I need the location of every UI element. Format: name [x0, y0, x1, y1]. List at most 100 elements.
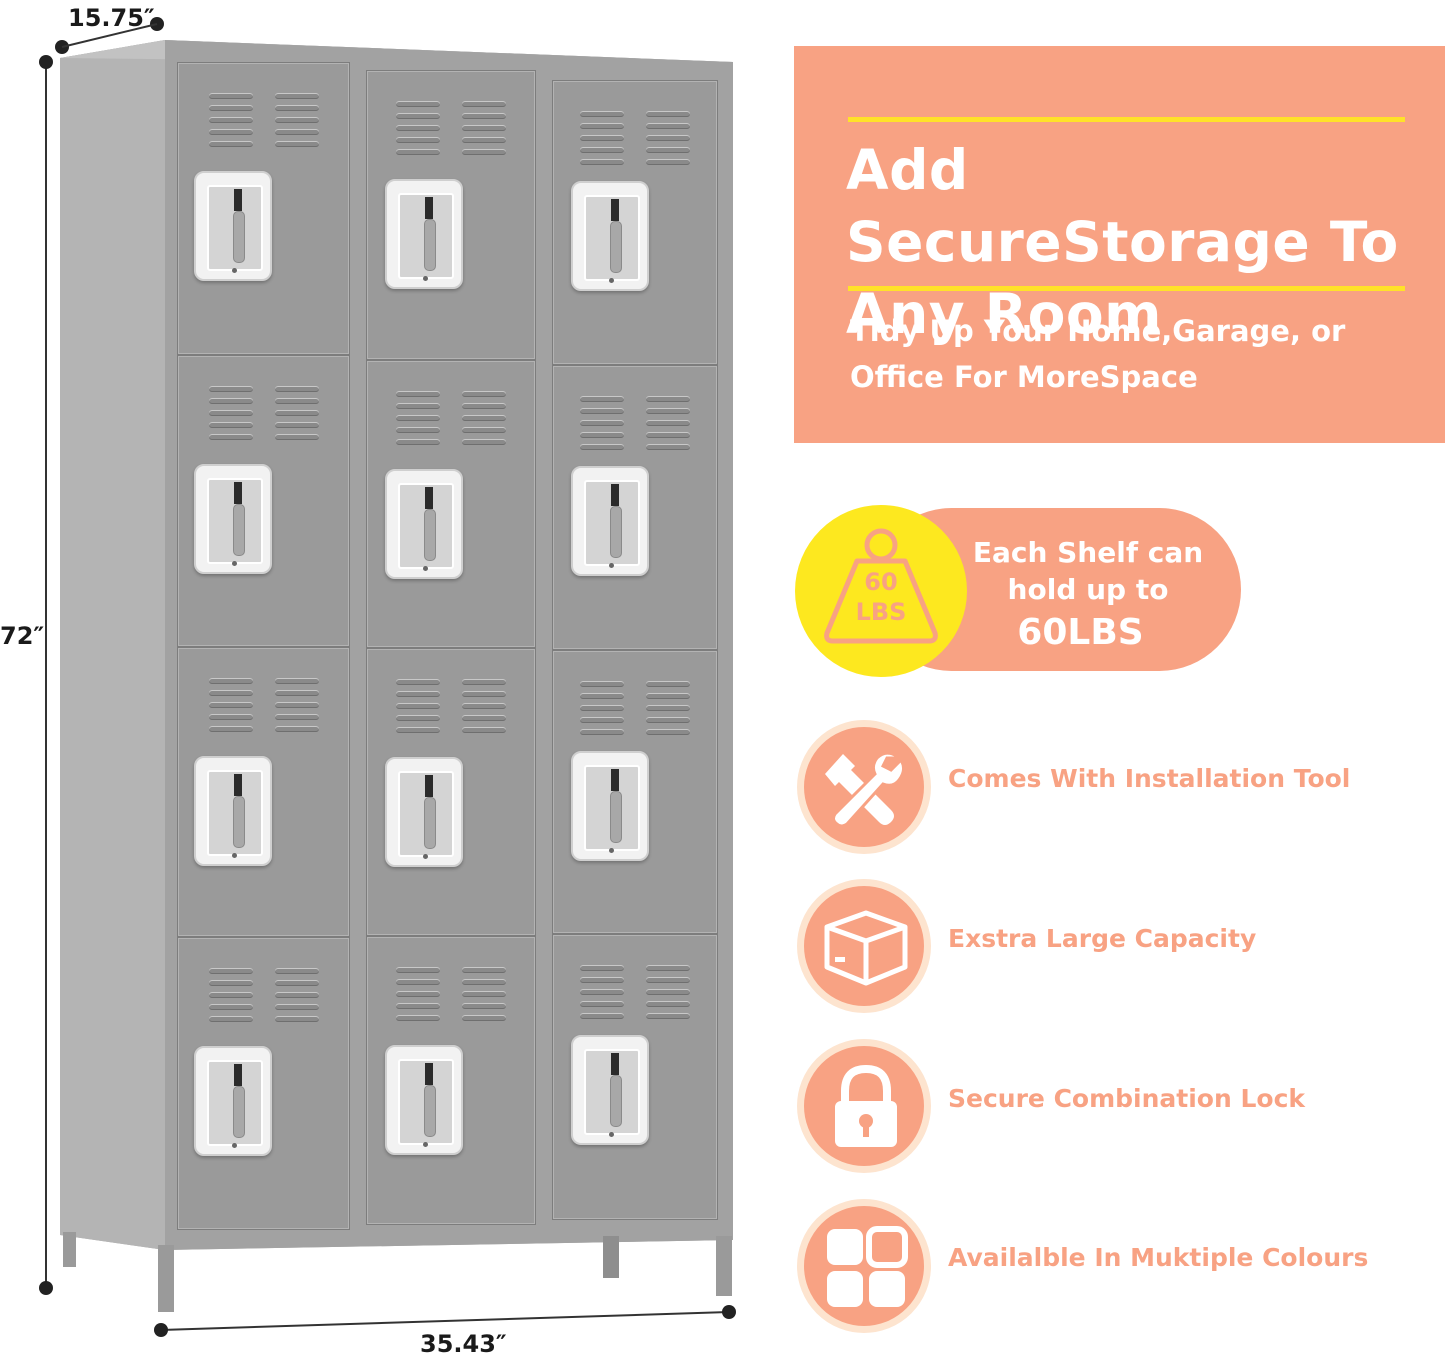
vent-slot [396, 979, 440, 985]
vent-slot [396, 439, 440, 445]
handle-lever [610, 221, 622, 273]
vent-slot [646, 159, 690, 165]
handle-bar [425, 775, 433, 797]
locker-door [177, 62, 350, 355]
handle-bar [611, 1053, 619, 1075]
vent-slot [462, 403, 506, 409]
handle-bar [611, 484, 619, 506]
handle-in [207, 1060, 263, 1146]
handle-keyhole [609, 563, 614, 568]
vent-slot [274, 398, 319, 404]
vent-slot [462, 979, 506, 985]
vent-slot [396, 391, 440, 397]
vent-slot [274, 141, 319, 147]
vent-slot [208, 434, 253, 440]
locker-handle[interactable] [194, 756, 272, 866]
dimension-lines [45, 23, 730, 1331]
feature-capacity-text: Exstra Large Capacity [948, 924, 1257, 953]
handle-keyhole [232, 853, 237, 858]
locker-handle[interactable] [194, 1046, 272, 1156]
handle-lever [233, 1086, 245, 1138]
vent-slot [208, 702, 253, 708]
handle-lever [233, 796, 245, 848]
vent-slot [208, 93, 253, 99]
vent-slot [580, 705, 624, 711]
vent-slot [208, 968, 253, 974]
vent-slot [462, 1015, 506, 1021]
vent-slot [462, 137, 506, 143]
handle-in [207, 770, 263, 856]
vent-slot [208, 992, 253, 998]
vent-slot [274, 410, 319, 416]
vent-slot [580, 444, 624, 450]
locker-handle[interactable] [194, 171, 272, 281]
vent-slot [396, 403, 440, 409]
handle-bar [611, 199, 619, 221]
vent-slot [274, 422, 319, 428]
vent-slot [396, 113, 440, 119]
handle-keyhole [609, 1132, 614, 1137]
vent-slot [580, 717, 624, 723]
locker-door [177, 937, 350, 1230]
vent-slot [646, 705, 690, 711]
vent-slot [580, 123, 624, 129]
vent-slot [208, 410, 253, 416]
dimension-marker [39, 55, 53, 69]
locker-handle[interactable] [385, 757, 463, 867]
color-blocks-icon [827, 1226, 908, 1307]
vent-slot [462, 715, 506, 721]
vent-slot [274, 93, 319, 99]
vent-slot [396, 1003, 440, 1009]
locker-handle[interactable] [571, 1035, 649, 1145]
vent-slot [274, 117, 319, 123]
locker-door [552, 365, 718, 650]
vent-slot [274, 968, 319, 974]
handle-keyhole [609, 848, 614, 853]
vent-slot [208, 105, 253, 111]
feature-colors-text: Availalble In Muktiple Colours [948, 1243, 1369, 1272]
vent-slot [646, 729, 690, 735]
locker-door [177, 647, 350, 937]
vent-slot [646, 111, 690, 117]
box-icon [824, 910, 908, 986]
locker-handle[interactable] [571, 466, 649, 576]
vent-slot [274, 690, 319, 696]
vent-slot [462, 691, 506, 697]
vent-slot [646, 977, 690, 983]
handle-bar [425, 487, 433, 509]
handle-in [398, 193, 454, 279]
vent-slot [462, 101, 506, 107]
vent-slot [580, 159, 624, 165]
handle-lever [610, 791, 622, 843]
handle-bar [425, 1063, 433, 1085]
locker-handle[interactable] [571, 751, 649, 861]
dimension-marker [154, 1323, 168, 1337]
handle-lever [424, 797, 436, 849]
vent-slot [208, 690, 253, 696]
vent-slot [396, 967, 440, 973]
shelf-capacity-text: Each Shelf can hold up to [972, 536, 1204, 606]
vent-slot [396, 125, 440, 131]
height-dimension-label: 72″ [0, 622, 45, 650]
handle-in [584, 480, 640, 566]
locker-handle[interactable] [385, 469, 463, 579]
vent-slot [396, 415, 440, 421]
handle-keyhole [232, 1143, 237, 1148]
locker-handle[interactable] [194, 464, 272, 574]
locker-handle[interactable] [385, 179, 463, 289]
headline-title: Add SecureStorage To Any Room [846, 138, 1399, 346]
handle-in [584, 1049, 640, 1135]
vent-slot [396, 1015, 440, 1021]
vent-slot [580, 693, 624, 699]
vent-slot [208, 1004, 253, 1010]
handle-lever [424, 219, 436, 271]
locker-handle[interactable] [571, 181, 649, 291]
divider-line [848, 286, 1405, 291]
dimension-marker [39, 1281, 53, 1295]
vent-slot [646, 681, 690, 687]
vent-slot [462, 439, 506, 445]
locker-handle[interactable] [385, 1045, 463, 1155]
vent-slot [646, 1001, 690, 1007]
feature-lock-text: Secure Combination Lock [948, 1084, 1306, 1113]
handle-in [398, 771, 454, 857]
